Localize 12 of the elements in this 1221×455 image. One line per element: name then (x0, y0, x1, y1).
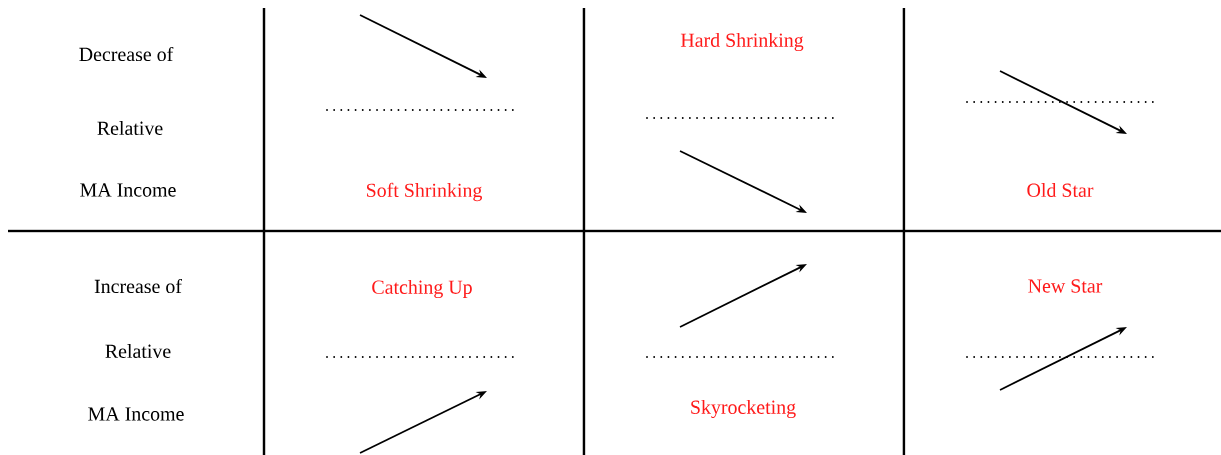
quadrant-label: Soft Shrinking (367, 182, 482, 202)
quadrant-label: Catching Up (372, 279, 472, 299)
quadrant-label: Skyrocketing (691, 399, 796, 419)
row-label: Decrease of (79, 46, 174, 62)
row-label: Relative (97, 121, 163, 135)
row-label: Relative (105, 344, 171, 358)
quadrant-label: New Star (1028, 279, 1103, 293)
row-label: MA Income (88, 407, 184, 421)
row-label: Increase of (94, 278, 182, 294)
quadrant-label: Hard Shrinking (680, 32, 804, 52)
quadrant-label: Old Star (1027, 183, 1094, 197)
row-label: MA Income (80, 183, 176, 197)
